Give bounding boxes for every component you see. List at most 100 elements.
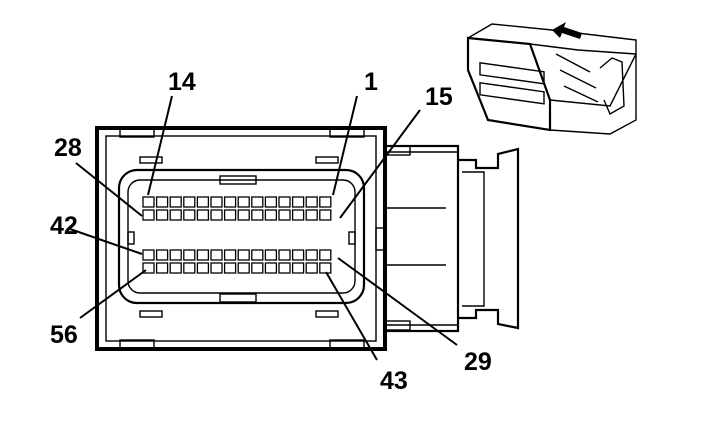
pin-cavity [155, 209, 169, 221]
pin-cavity [251, 249, 264, 261]
pin-label-29: 29 [464, 348, 492, 376]
pin-cavity [169, 196, 182, 208]
pin-cavity [305, 262, 318, 274]
pin-cavity [183, 209, 196, 221]
pin-cavity [291, 209, 305, 221]
pin-cavity [155, 196, 169, 208]
pin-cavity [142, 262, 155, 274]
pin-cavity [210, 196, 223, 208]
pin-label-43: 43 [380, 367, 408, 395]
pin-cavity [264, 262, 278, 274]
side-slot-bottom [384, 320, 411, 331]
pin-cavity [183, 196, 196, 208]
pin-cavity [251, 262, 264, 274]
pin-cavity [305, 196, 318, 208]
bottom-tab-center [219, 293, 257, 303]
pin-label-15: 15 [425, 83, 453, 111]
pin-cavity [278, 249, 291, 261]
pin-cavity [291, 196, 305, 208]
pin-cavity [291, 249, 305, 261]
leader-15 [339, 109, 421, 219]
pin-cavity [142, 196, 155, 208]
pin-cavity [264, 196, 278, 208]
left-key [127, 231, 135, 245]
pin-cavity [278, 262, 291, 274]
leader-14 [147, 95, 173, 196]
pin-cavity [319, 262, 332, 274]
bottom-latch-slot-right [329, 339, 365, 350]
side-slot-top [384, 145, 411, 156]
iso-pin-row-upper [479, 62, 545, 85]
pin-cavity [196, 209, 210, 221]
pin-cavity [223, 196, 237, 208]
iso-body-side [549, 53, 637, 135]
side-body [383, 144, 460, 333]
connector-front-view [95, 126, 387, 351]
pin-cavity [210, 262, 223, 274]
pin-cavity [291, 262, 305, 274]
pin-cavity [264, 209, 278, 221]
connector-side-view [375, 144, 520, 333]
bottom-latch-slot-left [119, 339, 155, 350]
pin-cavity [210, 209, 223, 221]
leader-42 [69, 228, 143, 255]
side-flange-inner [462, 171, 485, 307]
pin-cavity [223, 209, 237, 221]
pin-cavity [305, 209, 318, 221]
top-latch-slot-left [119, 127, 155, 138]
leader-28 [75, 162, 143, 217]
pin-cavity [251, 196, 264, 208]
pin-cavity [155, 249, 169, 261]
pin-cavity [278, 209, 291, 221]
pin-cavity [169, 249, 182, 261]
pin-cavity [237, 249, 250, 261]
leader-1 [332, 95, 358, 196]
leader-56 [79, 269, 147, 319]
pin-cavity [169, 262, 182, 274]
iso-pin-row-lower [479, 82, 545, 105]
top-tab-right [315, 156, 339, 164]
bottom-tab-left [139, 310, 163, 318]
pin-cavity [142, 249, 155, 261]
side-flange [458, 147, 520, 330]
bottom-tab-right [315, 310, 339, 318]
top-tab-left [139, 156, 163, 164]
pin-label-42: 42 [50, 212, 78, 240]
pin-cavity [142, 209, 155, 221]
iso-body-top [467, 23, 637, 55]
pin-cavity [183, 262, 196, 274]
pin-cavity [319, 209, 332, 221]
pin-cavity [278, 196, 291, 208]
pin-label-1: 1 [364, 68, 378, 96]
insertion-arrow-icon [552, 22, 582, 39]
housing-inner-frame [105, 135, 377, 342]
pin-cavity [183, 249, 196, 261]
pin-cavity [155, 262, 169, 274]
pin-label-56: 56 [50, 321, 78, 349]
pin-cavity [251, 209, 264, 221]
side-notch [375, 227, 386, 251]
pin-cavity [196, 249, 210, 261]
connector-isometric-view [466, 22, 637, 135]
pin-cavity-grid [142, 196, 332, 274]
pin-cavity [223, 249, 237, 261]
leader-lines [69, 95, 458, 361]
pin-cavity [210, 249, 223, 261]
pin-cavity [196, 196, 210, 208]
right-key [348, 231, 356, 245]
pin-label-14: 14 [168, 68, 196, 96]
pin-cavity [305, 249, 318, 261]
leader-29 [337, 257, 458, 346]
pin-cavity [169, 209, 182, 221]
pin-cavity [264, 249, 278, 261]
pin-cavity [237, 262, 250, 274]
pin-cavity [237, 209, 250, 221]
pin-label-28: 28 [54, 134, 82, 162]
pin-number-labels: 14 1 15 28 42 56 43 29 [50, 68, 492, 395]
pin-cavity [319, 196, 332, 208]
pin-cavity [196, 262, 210, 274]
pin-cavity [223, 262, 237, 274]
leader-43 [325, 271, 378, 361]
iso-latch [599, 57, 625, 115]
